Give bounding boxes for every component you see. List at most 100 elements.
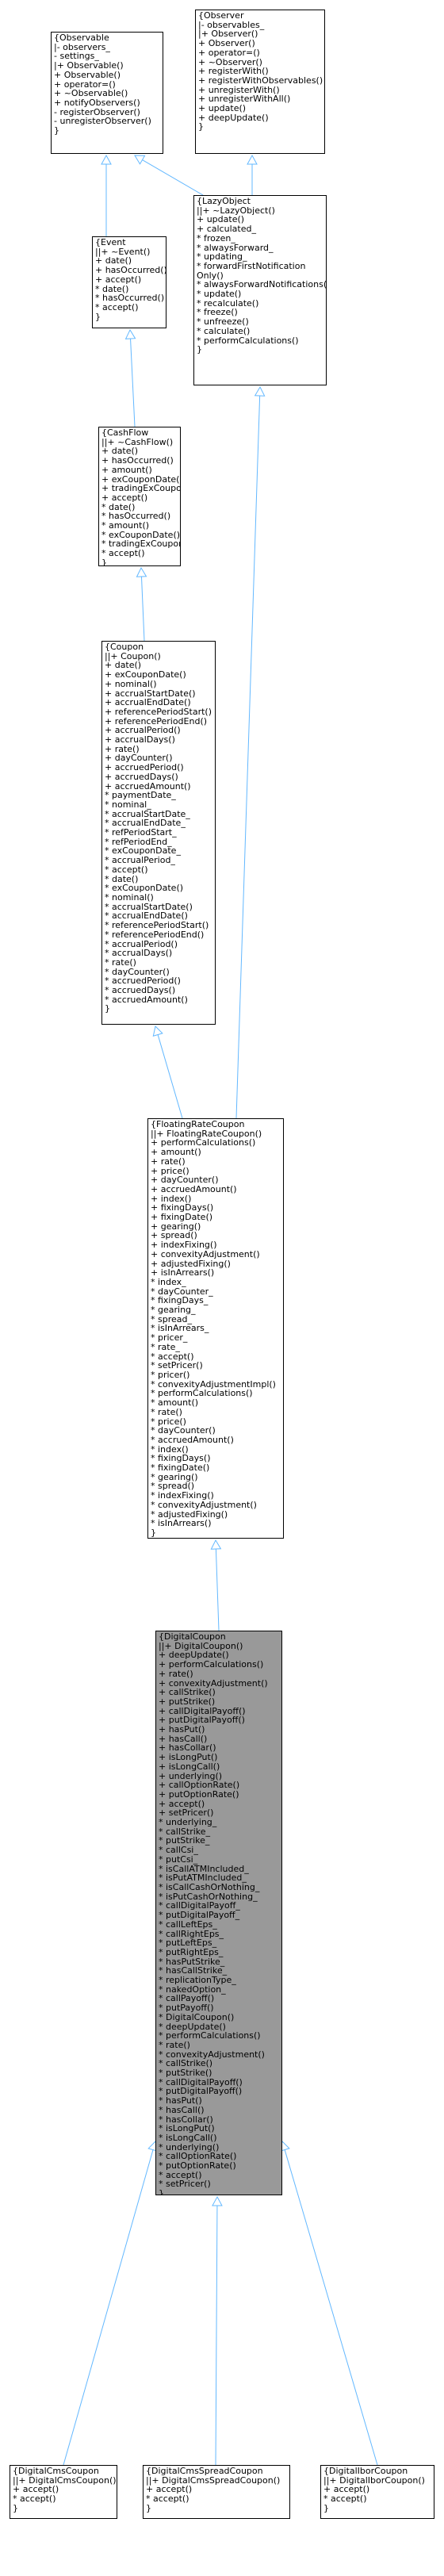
class-title: {DigitalCmsSpreadCoupon xyxy=(146,2466,263,2476)
inheritance-arrowhead xyxy=(124,328,136,339)
class-member: * convexityAdjustmentImpl() xyxy=(151,1378,276,1390)
class-member: + ~Observer() xyxy=(198,56,262,67)
class-member: * nakedOption_ xyxy=(159,1984,226,1995)
edge-digitalcmscoupon-to-digitalcoupon xyxy=(63,2149,154,2466)
class-member: + performCalculations() xyxy=(151,1137,256,1148)
class-member: * accrualStartDate_ xyxy=(105,808,190,819)
class-member: * isInArrears_ xyxy=(151,1323,209,1334)
class-member: * accruedPeriod() xyxy=(105,976,181,987)
class-member: * fixingDays() xyxy=(151,1453,211,1464)
class-member: * gearing() xyxy=(151,1471,198,1482)
class-member: * hasCall() xyxy=(159,2104,205,2115)
class-member: + operator=() xyxy=(54,79,116,90)
class-member: + hasCall() xyxy=(159,1733,208,1744)
class-digitaliborcoupon[interactable]: {DigitalIborCoupon||+ DigitalIborCoupon(… xyxy=(320,2465,434,2519)
class-member: * callDigitalPayoff() xyxy=(159,2076,243,2087)
class-member: * adjustedFixing() xyxy=(151,1508,228,1520)
class-observer[interactable]: {Observer|- observables_|+ Observer()+ O… xyxy=(195,10,325,154)
class-event[interactable]: {Event||+ ~Event()+ date()+ hasOccurred(… xyxy=(92,236,166,328)
class-member: * fixingDate() xyxy=(151,1462,210,1474)
class-member: } xyxy=(105,1003,110,1014)
class-member: * amount() xyxy=(151,1397,199,1409)
class-member: * accrualDays() xyxy=(105,948,173,959)
class-title: {Observable xyxy=(54,33,109,43)
class-floatingratecoupon[interactable]: {FloatingRateCoupon||+ FloatingRateCoupo… xyxy=(147,1118,284,1539)
class-member: * putDigitalPayoff_ xyxy=(159,1910,240,1921)
class-member: + accept() xyxy=(101,492,148,503)
class-title: {DigitalCoupon xyxy=(159,1631,226,1642)
class-member: * performCalculations() xyxy=(159,2030,261,2041)
class-member: * isCallCashOrNothing_ xyxy=(159,1881,260,1892)
class-member: + accruedAmount() xyxy=(151,1183,237,1194)
class-member: * rate() xyxy=(105,956,136,968)
class-member: * accept() xyxy=(323,2494,367,2505)
class-member: + update() xyxy=(198,103,247,114)
class-member: * exCouponDate_ xyxy=(105,845,181,857)
class-member: + putDigitalPayoff() xyxy=(159,1715,245,1726)
class-member: + operator=() xyxy=(198,47,260,58)
class-member: * recalculate() xyxy=(197,297,259,309)
class-member: * callStrike() xyxy=(159,2058,213,2069)
class-member: + isLongPut() xyxy=(159,1752,218,1763)
class-member: + accrualDays() xyxy=(105,734,175,746)
class-member: Only() xyxy=(197,270,224,281)
class-member: + underlying() xyxy=(159,1770,223,1781)
class-member: |+ Observer() xyxy=(198,29,258,40)
class-member: * alwaysForward_ xyxy=(197,242,274,253)
class-title: {CashFlow xyxy=(101,427,149,438)
class-member: + update() xyxy=(197,214,245,225)
class-member: * refPeriodEnd_ xyxy=(105,836,172,847)
class-member: + dayCounter() xyxy=(105,753,173,764)
class-member: * gearing_ xyxy=(151,1305,196,1316)
class-digitalcoupon[interactable]: {DigitalCoupon||+ DigitalCoupon()+ deepU… xyxy=(155,1631,282,2195)
class-member: * pricer_ xyxy=(151,1332,188,1344)
class-digitalcmsspreadcoupon[interactable]: {DigitalCmsSpreadCoupon||+ DigitalCmsSpr… xyxy=(143,2465,290,2519)
edge-digitalcoupon-to-floatingratecoupon xyxy=(215,1548,220,1631)
class-title: {LazyObject xyxy=(197,196,251,206)
class-member: * accept() xyxy=(101,548,145,559)
class-member: |- observers_ xyxy=(54,41,110,52)
class-member: + putStrike() xyxy=(159,1696,216,1707)
class-member: + fixingDays() xyxy=(151,1202,214,1213)
class-member: } xyxy=(198,121,204,132)
class-member: + index() xyxy=(151,1193,192,1204)
inheritance-arrowhead xyxy=(247,154,258,165)
inheritance-arrowhead xyxy=(210,1539,222,1550)
class-observable[interactable]: {Observable|- observers_- settings_|+ Ob… xyxy=(51,32,163,154)
class-digitalcmscoupon[interactable]: {DigitalCmsCoupon||+ DigitalCmsCoupon()+… xyxy=(10,2465,117,2519)
class-cashflow[interactable]: {CashFlow||+ ~CashFlow()+ date()+ hasOcc… xyxy=(98,427,181,566)
class-coupon[interactable]: {Coupon||+ Coupon()+ date()+ exCouponDat… xyxy=(101,641,216,1025)
class-member: + hasOccurred() xyxy=(95,265,166,276)
class-member: * callOptionRate() xyxy=(159,2151,237,2162)
class-member: * accruedAmount() xyxy=(151,1434,234,1445)
class-member: + deepUpdate() xyxy=(159,1650,229,1661)
class-member: * deepUpdate() xyxy=(159,2021,226,2032)
class-member: * accruedAmount() xyxy=(105,994,188,1005)
class-member: * nominal() xyxy=(105,891,154,903)
class-member: * rate() xyxy=(151,1406,182,1417)
class-member: * indexFixing() xyxy=(151,1490,214,1501)
class-member: + isInArrears() xyxy=(151,1267,215,1278)
class-member: * index_ xyxy=(151,1276,186,1287)
class-member: + unregisterWith() xyxy=(198,84,280,95)
class-title: {FloatingRateCoupon xyxy=(151,1119,245,1129)
inheritance-arrowhead xyxy=(254,385,266,397)
class-lazyobject[interactable]: {LazyObject||+ ~LazyObject()+ update()+ … xyxy=(193,195,327,385)
class-member: + hasCollar() xyxy=(159,1742,216,1754)
class-member: * calculate() xyxy=(197,325,251,336)
class-member: + notifyObservers() xyxy=(54,97,140,108)
class-member: * isLongPut() xyxy=(159,2123,215,2134)
class-member: |- observables_ xyxy=(198,19,265,30)
class-member: * hasCollar() xyxy=(159,2114,213,2125)
class-member: + dayCounter() xyxy=(151,1175,219,1186)
class-member: * nominal_ xyxy=(105,799,151,810)
class-member: * accrualPeriod_ xyxy=(105,855,175,866)
class-member: * alwaysForwardNotifications() xyxy=(197,279,327,290)
class-member: ||+ DigitalIborCoupon() xyxy=(323,2474,425,2486)
class-member: * paymentDate_ xyxy=(105,790,176,801)
class-member: * referencePeriodStart() xyxy=(105,920,209,931)
class-member: } xyxy=(54,125,59,136)
class-member: * accrualPeriod() xyxy=(105,938,178,949)
class-member: ||+ FloatingRateCoupon() xyxy=(151,1128,262,1139)
class-member: + hasOccurred() xyxy=(101,455,174,466)
